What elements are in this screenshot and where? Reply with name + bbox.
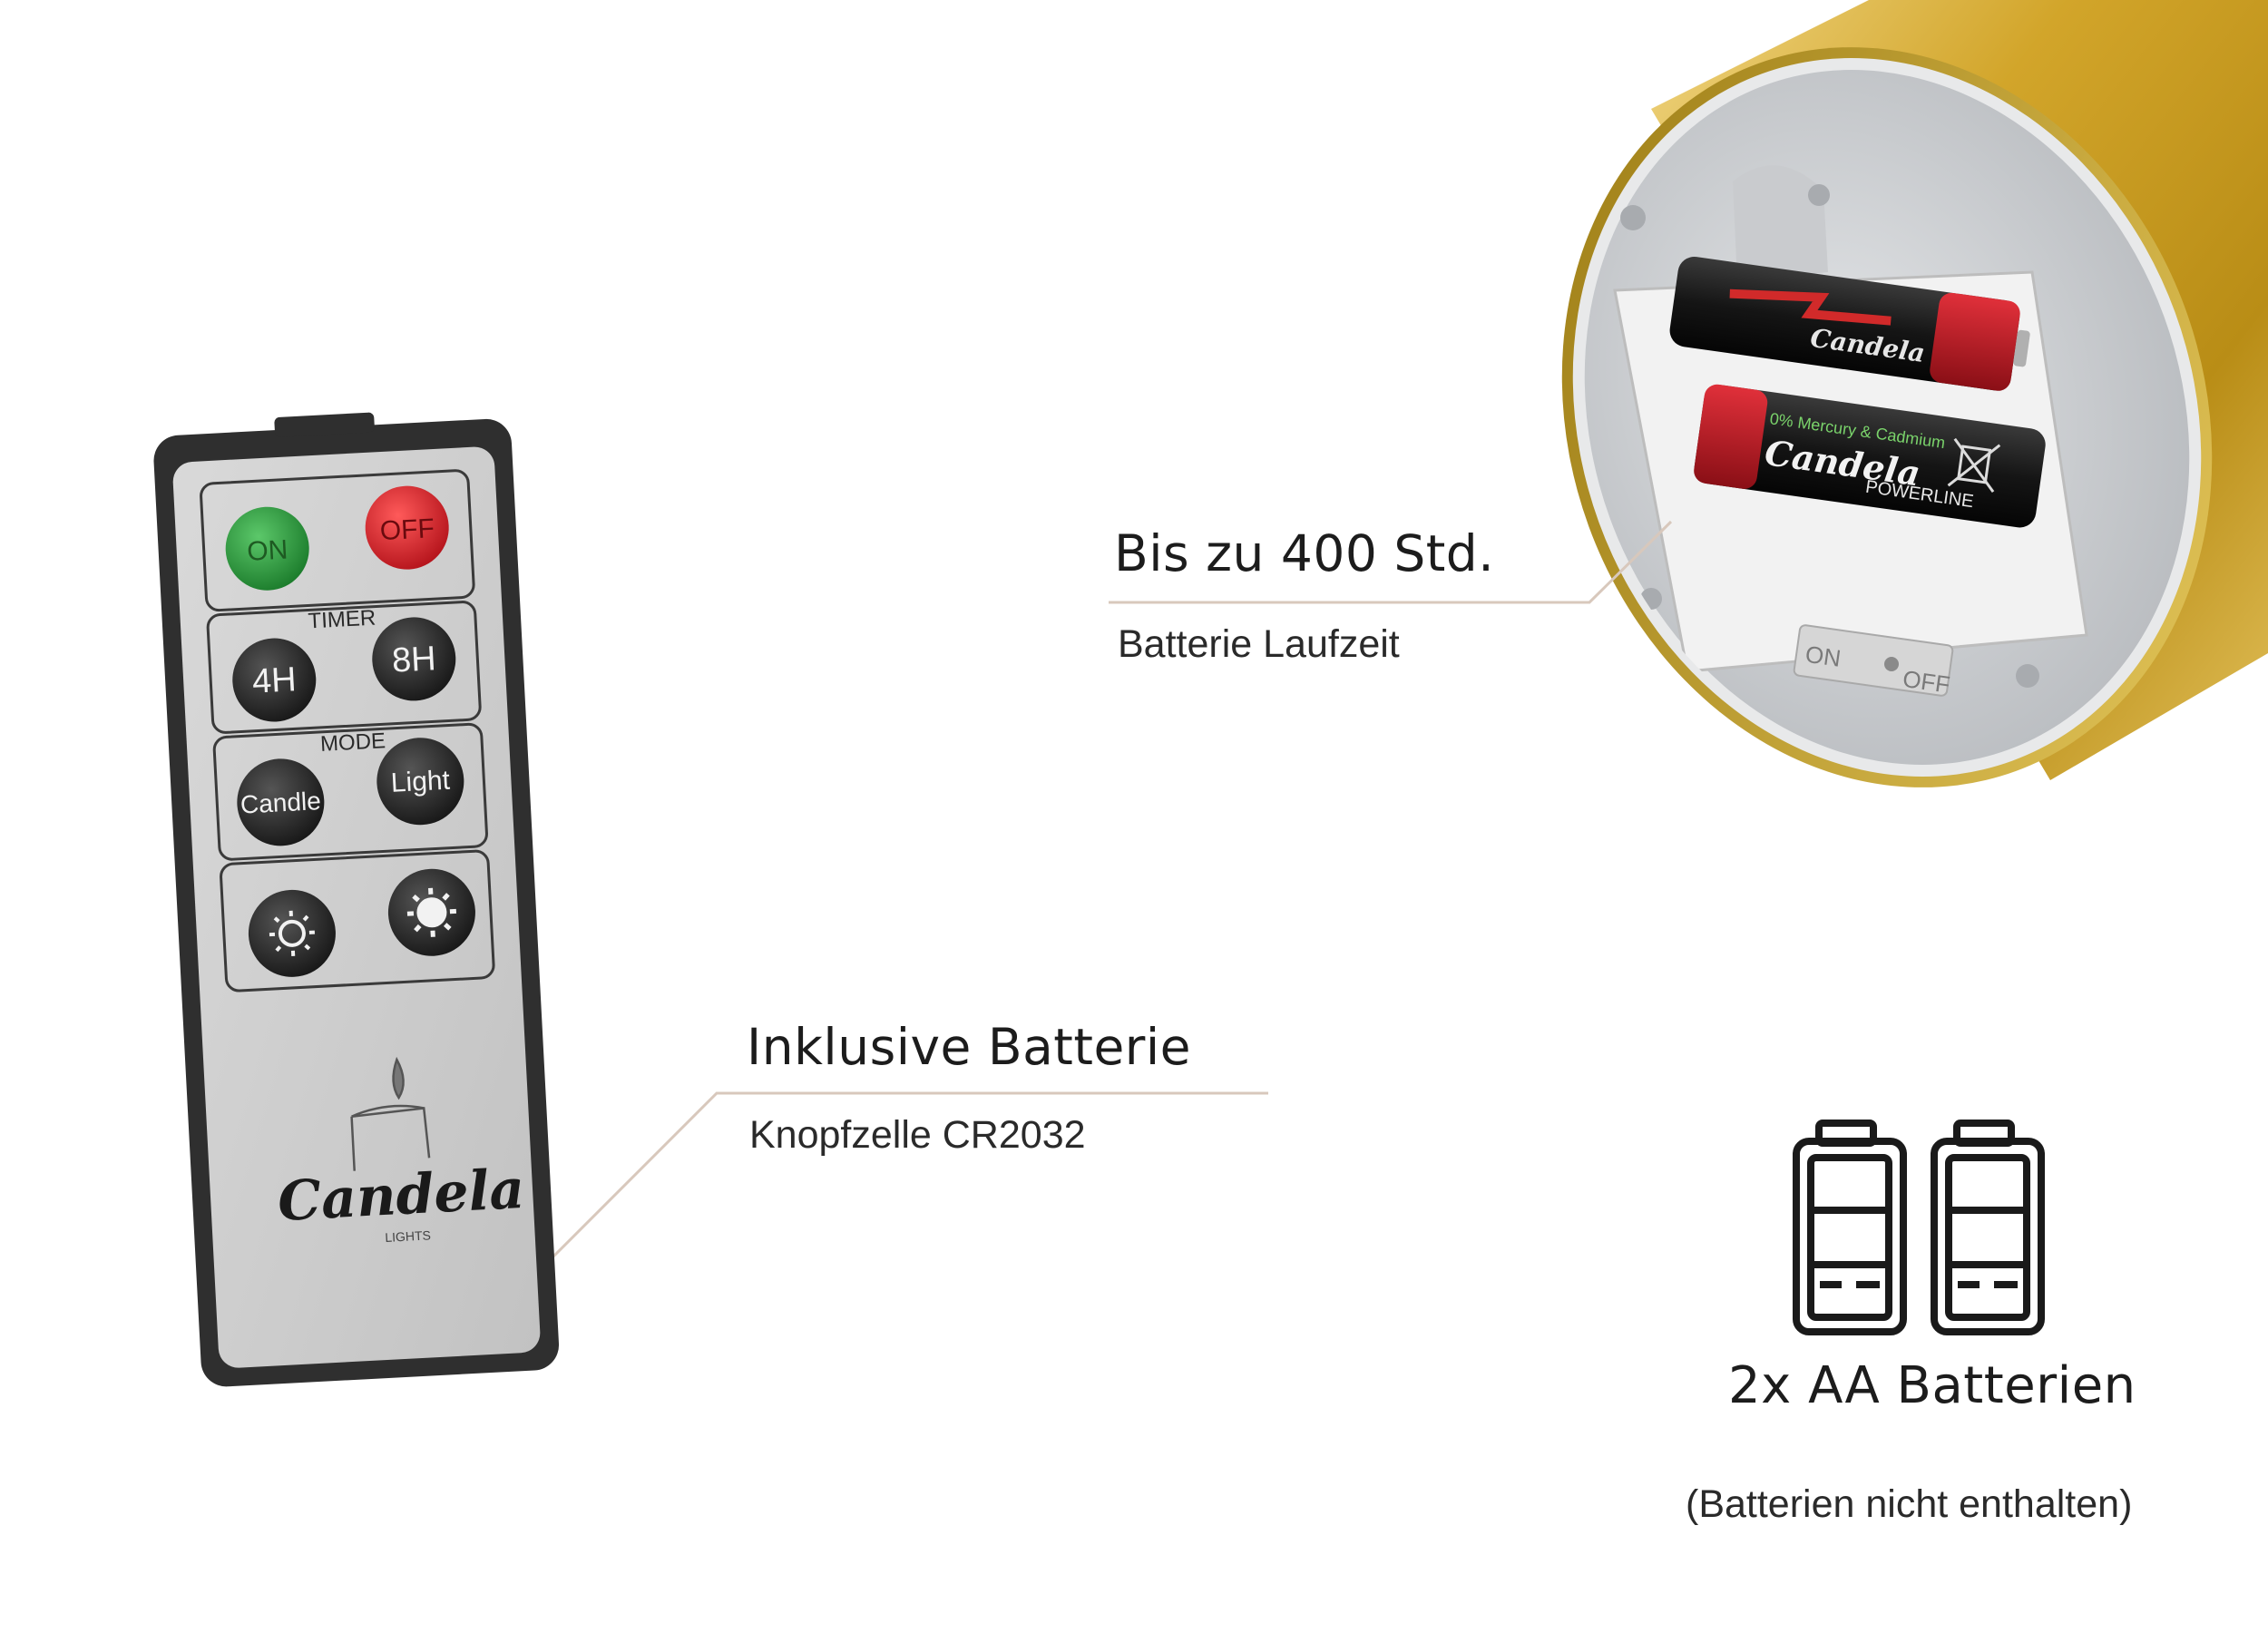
remote-battery-subtitle: Knopfzelle CR2032	[749, 1113, 1086, 1157]
remote-4h-label: 4H	[251, 660, 298, 700]
remote-battery-title: Inklusive Batterie	[747, 1018, 1192, 1076]
leader-line-remote	[533, 1091, 1268, 1276]
remote-dim-button	[248, 889, 336, 977]
sun-low-icon	[269, 910, 316, 956]
aa-note: (Batterien nicht enthalten)	[1686, 1482, 2133, 1526]
leader-line-runtime	[1109, 520, 1673, 604]
remote-timer-label: TIMER	[308, 606, 376, 634]
aa-title: 2x AA Batterien	[1728, 1356, 2136, 1415]
battery-icon	[1793, 1120, 1907, 1335]
remote-brand: Candela	[277, 1158, 526, 1234]
runtime-subtitle: Batterie Laufzeit	[1118, 622, 1400, 666]
remote-4h-button	[232, 638, 317, 722]
remote-off-button	[365, 485, 449, 570]
remote-brand-sub: LIGHTS	[385, 1227, 431, 1245]
remote-off-label: OFF	[379, 513, 435, 546]
remote-control: ON OFF TIMER 4H 8H MODE Candle Light	[153, 412, 560, 1387]
aa-battery-lower: 0% Mercury & Cadmium Candela POWERLINE	[1694, 384, 2046, 528]
aa-battery-upper: Candela	[1669, 257, 2030, 391]
remote-on-button	[225, 506, 309, 591]
gold-candle: Candela 0% Mercury & Cadmium Candela POW…	[1561, 0, 2268, 787]
remote-light-button	[376, 738, 464, 826]
sun-high-icon	[406, 887, 457, 937]
remote-8h-label: 8H	[391, 640, 437, 680]
remote-mode-label: MODE	[319, 728, 386, 757]
remote-candle-button	[237, 758, 325, 846]
remote-light-label: Light	[390, 766, 451, 798]
remote-candle-label: Candle	[240, 787, 321, 819]
remote-on-label: ON	[246, 535, 288, 567]
switch-on-label: ON	[1804, 640, 1843, 672]
power-switch: ON OFF	[1793, 624, 1954, 699]
switch-off-label: OFF	[1901, 665, 1951, 699]
recycle-bin-icon	[1947, 437, 2001, 494]
battery-icon	[1931, 1120, 2045, 1335]
runtime-title: Bis zu 400 Std.	[1114, 524, 1495, 582]
remote-8h-button	[372, 617, 456, 701]
candle-flame-icon	[350, 1056, 431, 1171]
